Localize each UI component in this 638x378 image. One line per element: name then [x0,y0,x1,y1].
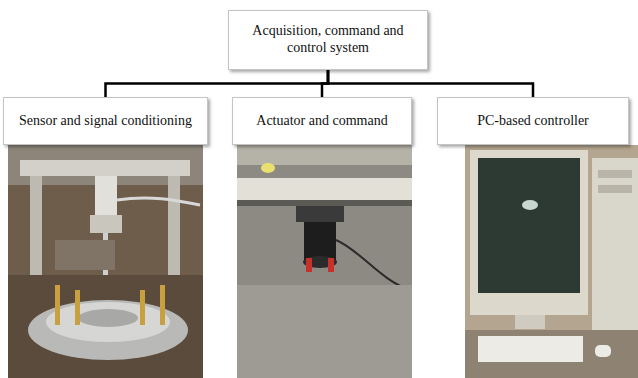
actuator-photo [261,163,275,173]
sensor-photo [8,145,203,378]
sensor-photo [140,290,145,325]
box-label: Actuator and command [256,113,387,130]
actuator-photo [296,206,344,222]
sensor-photo [95,176,117,221]
sensor-photo [55,240,115,270]
pc-photo [465,330,638,378]
sensor-photo [78,309,138,327]
sensor-photo [168,176,180,276]
process-box: Sensor and signal conditioning [3,97,208,145]
process-box: PC-based controller [437,97,629,145]
sensor-photo [117,198,200,205]
pc-photo [595,345,611,357]
actuator-photo [306,258,312,272]
sensor-photo [46,302,170,342]
box-label: Acquisition, command and control system [237,23,419,57]
pc-photo [478,158,580,293]
sensor-photo [8,275,203,378]
sensor-photo [30,176,42,276]
actuator-photo [237,200,412,206]
sensor-photo [55,285,60,325]
sensor-photo [20,160,190,176]
sensor-photo [90,215,122,233]
actuator-photo [237,145,412,378]
tree-connector [328,70,533,97]
process-box: Acquisition, command and control system [228,10,428,70]
actuator-photo [237,145,412,165]
pc-photo [592,158,638,333]
process-box: Actuator and command [232,97,412,145]
box-label: PC-based controller [477,113,589,130]
box-label: Sensor and signal conditioning [19,113,192,130]
sensor-photo [75,290,80,325]
actuator-photo [237,145,412,378]
actuator-photo [304,222,336,260]
actuator-photo [237,178,412,200]
tree-connector [106,70,329,97]
sensor-photo [8,145,203,378]
pc-photo [598,185,632,193]
actuator-photo [336,240,410,290]
pc-photo [465,145,638,378]
pc-photo [465,145,638,378]
pc-photo [522,200,538,210]
pc-photo [598,170,632,178]
sensor-photo [160,285,165,325]
actuator-photo [328,258,334,272]
pc-photo [470,150,588,315]
pc-photo [478,336,583,362]
pc-photo [515,315,545,329]
actuator-photo [237,285,412,378]
